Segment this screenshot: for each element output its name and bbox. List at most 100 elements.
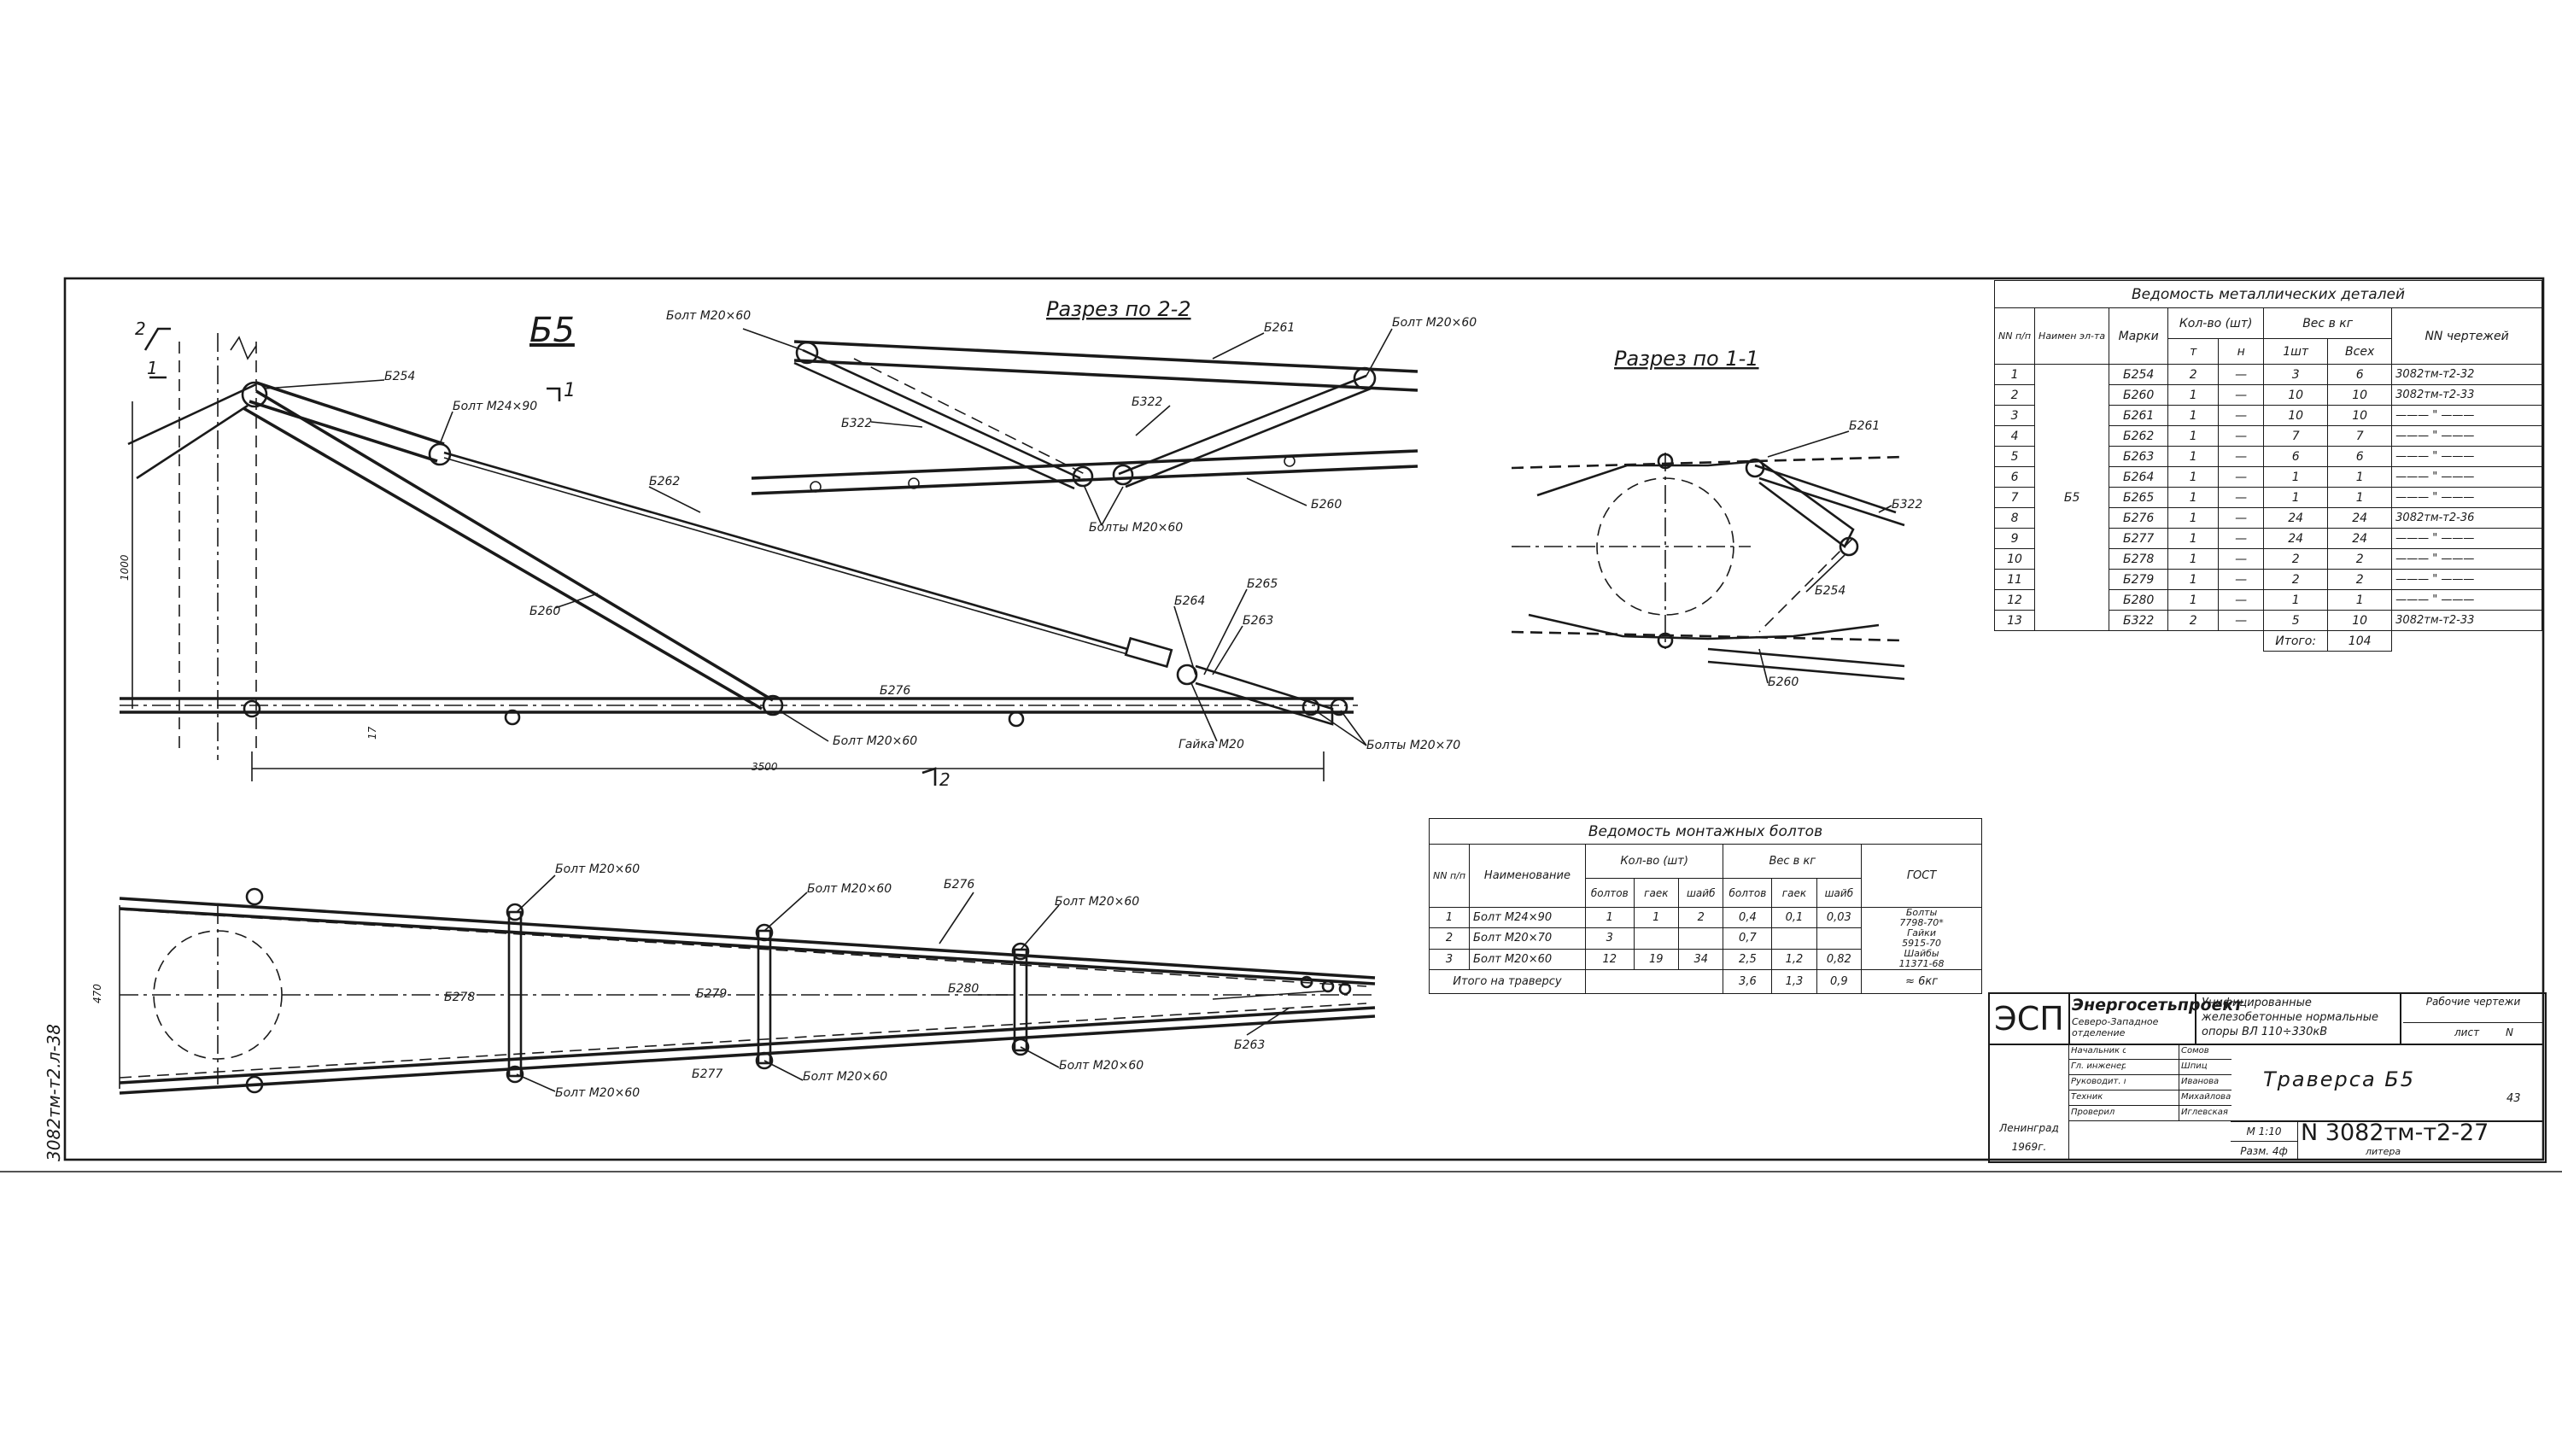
cell-all: 10 bbox=[2327, 384, 2393, 406]
bolt-cell-ww: 0,82 bbox=[1816, 948, 1863, 971]
cell-t: 1 bbox=[2167, 446, 2220, 467]
cell-one: 2 bbox=[2263, 569, 2329, 590]
cell-n: 9 bbox=[1993, 528, 2036, 549]
label-bolt-m20x60-plan-4: Болт М20×60 bbox=[555, 1086, 640, 1100]
cell-h: — bbox=[2218, 405, 2265, 426]
cell-dwg: ——— " ——— bbox=[2391, 569, 2542, 590]
section-mark-2-bottom: 2 bbox=[939, 769, 951, 790]
plan-view bbox=[119, 887, 1376, 1095]
cell-one: 5 bbox=[2263, 610, 2329, 631]
bolt-cell-n: 2 bbox=[1428, 927, 1471, 950]
cell-h: — bbox=[2218, 466, 2265, 488]
cell-mark: Б280 bbox=[2109, 589, 2169, 611]
bolt-table-title: Ведомость монтажных болтов bbox=[1429, 818, 1982, 845]
cell-mark: Б279 bbox=[2109, 569, 2169, 590]
cell-t: 1 bbox=[2167, 384, 2220, 406]
hdr-w-one: 1шт bbox=[2263, 338, 2329, 365]
cell-all: 10 bbox=[2327, 610, 2393, 631]
cell-dwg: 3082тм-т2-32 bbox=[2391, 364, 2542, 385]
org-branch: Северо-Западное отделение bbox=[2072, 1016, 2159, 1038]
cell-n: 1 bbox=[1993, 364, 2036, 385]
cell-one: 24 bbox=[2263, 528, 2329, 549]
cell-one: 1 bbox=[2263, 466, 2329, 488]
stage-label: Рабочие чертежи bbox=[2403, 994, 2543, 1023]
cell-t: 1 bbox=[2167, 405, 2220, 426]
cell-h: — bbox=[2218, 384, 2265, 406]
label-b265: Б265 bbox=[1247, 577, 1278, 591]
bolt-hdr-w-bolt: болтов bbox=[1723, 878, 1773, 908]
title-block: ЭСП Энергосетьпроект Северо-Западное отд… bbox=[1988, 992, 2547, 1163]
metal-total-value: 104 bbox=[2327, 630, 2393, 652]
diagram-labels: Б5 Разрез по 2-2 Разрез по 1-1 2 1 1 2 Б… bbox=[44, 297, 2521, 1161]
signature-role: Начальник отд. bbox=[2071, 1046, 2126, 1055]
cell-mark: Б265 bbox=[2109, 487, 2169, 508]
cell-mark: Б278 bbox=[2109, 548, 2169, 570]
cell-n: 13 bbox=[1993, 610, 2036, 631]
bolt-cell-ww: 0,03 bbox=[1816, 906, 1863, 929]
signature-name: Иглевская bbox=[2179, 1105, 2232, 1120]
cell-one: 1 bbox=[2263, 487, 2329, 508]
gost-line: 7798-70* bbox=[1899, 917, 1944, 928]
section-2-2-view bbox=[751, 340, 1418, 495]
cell-all: 2 bbox=[2327, 569, 2393, 590]
cell-dwg: ——— " ——— bbox=[2391, 425, 2542, 447]
bolt-cell-qb: 3 bbox=[1584, 927, 1635, 950]
label-b261-s11: Б261 bbox=[1849, 419, 1880, 433]
label-b260-s11: Б260 bbox=[1768, 675, 1799, 689]
bolt-cell-wb: 2,5 bbox=[1723, 948, 1773, 971]
label-b264: Б264 bbox=[1174, 594, 1205, 608]
bolt-hdr-q-wash: шайб bbox=[1677, 878, 1724, 908]
bolt-cell-wn: 1,2 bbox=[1771, 948, 1817, 971]
label-b276-plan: Б276 bbox=[944, 878, 974, 892]
cell-n: 5 bbox=[1993, 446, 2036, 467]
cell-all: 24 bbox=[2327, 507, 2393, 529]
cell-one: 6 bbox=[2263, 446, 2329, 467]
cell-all: 1 bbox=[2327, 589, 2393, 611]
bolt-cell-qw: 2 bbox=[1677, 906, 1724, 929]
bolt-cell-qb: 12 bbox=[1584, 948, 1635, 971]
bolt-hdr-q-nut: гаек bbox=[1633, 878, 1679, 908]
main-view-title: Б5 bbox=[529, 311, 575, 350]
bolt-total-ww: 0,9 bbox=[1816, 969, 1863, 994]
leader-lines bbox=[264, 328, 1892, 1092]
cell-t: 1 bbox=[2167, 569, 2220, 590]
label-bolt-m20x60-s22-right: Болт М20×60 bbox=[1392, 316, 1477, 330]
document-number: N 3082тм-т2-27 bbox=[2301, 1120, 2489, 1146]
cell-mark: Б277 bbox=[2109, 528, 2169, 549]
cell-dwg: 3082тм-т2-33 bbox=[2391, 384, 2542, 406]
hdr-qty-t: т bbox=[2167, 338, 2220, 365]
label-b279: Б279 bbox=[696, 987, 727, 1001]
signature-name: Иванова bbox=[2179, 1074, 2232, 1090]
bolt-cell-qw: 34 bbox=[1677, 948, 1724, 971]
label-b276: Б276 bbox=[880, 684, 910, 698]
cell-t: 1 bbox=[2167, 425, 2220, 447]
cell-mark: Б261 bbox=[2109, 405, 2169, 426]
label-b280: Б280 bbox=[948, 982, 979, 996]
cell-n: 8 bbox=[1993, 507, 2036, 529]
label-b260-s22: Б260 bbox=[1311, 498, 1342, 512]
cell-t: 2 bbox=[2167, 364, 2220, 385]
label-b277: Б277 bbox=[692, 1067, 722, 1081]
cell-all: 1 bbox=[2327, 487, 2393, 508]
cell-h: — bbox=[2218, 507, 2265, 529]
bolt-cell-wn: 0,1 bbox=[1771, 906, 1817, 929]
cell-dwg: 3082тм-т2-36 bbox=[2391, 507, 2542, 529]
bolt-cell-name: Болт М24×90 bbox=[1469, 906, 1586, 929]
metal-total-label: Итого: bbox=[2263, 630, 2329, 652]
bolt-cell-name: Болт М20×60 bbox=[1469, 948, 1586, 971]
cell-n: 3 bbox=[1993, 405, 2036, 426]
page-number: 43 bbox=[2506, 1092, 2521, 1105]
signature-name: Михайлова bbox=[2179, 1090, 2232, 1105]
format: Разм. 4ф bbox=[2231, 1142, 2298, 1161]
label-b262: Б262 bbox=[649, 475, 680, 488]
bolt-hdr-nn: NN п/п bbox=[1428, 844, 1471, 908]
label-bolt-m20x60-s22-left: Болт М20×60 bbox=[666, 309, 751, 323]
label-bolt-m20x60-plan-1: Болт М20×60 bbox=[555, 862, 640, 876]
